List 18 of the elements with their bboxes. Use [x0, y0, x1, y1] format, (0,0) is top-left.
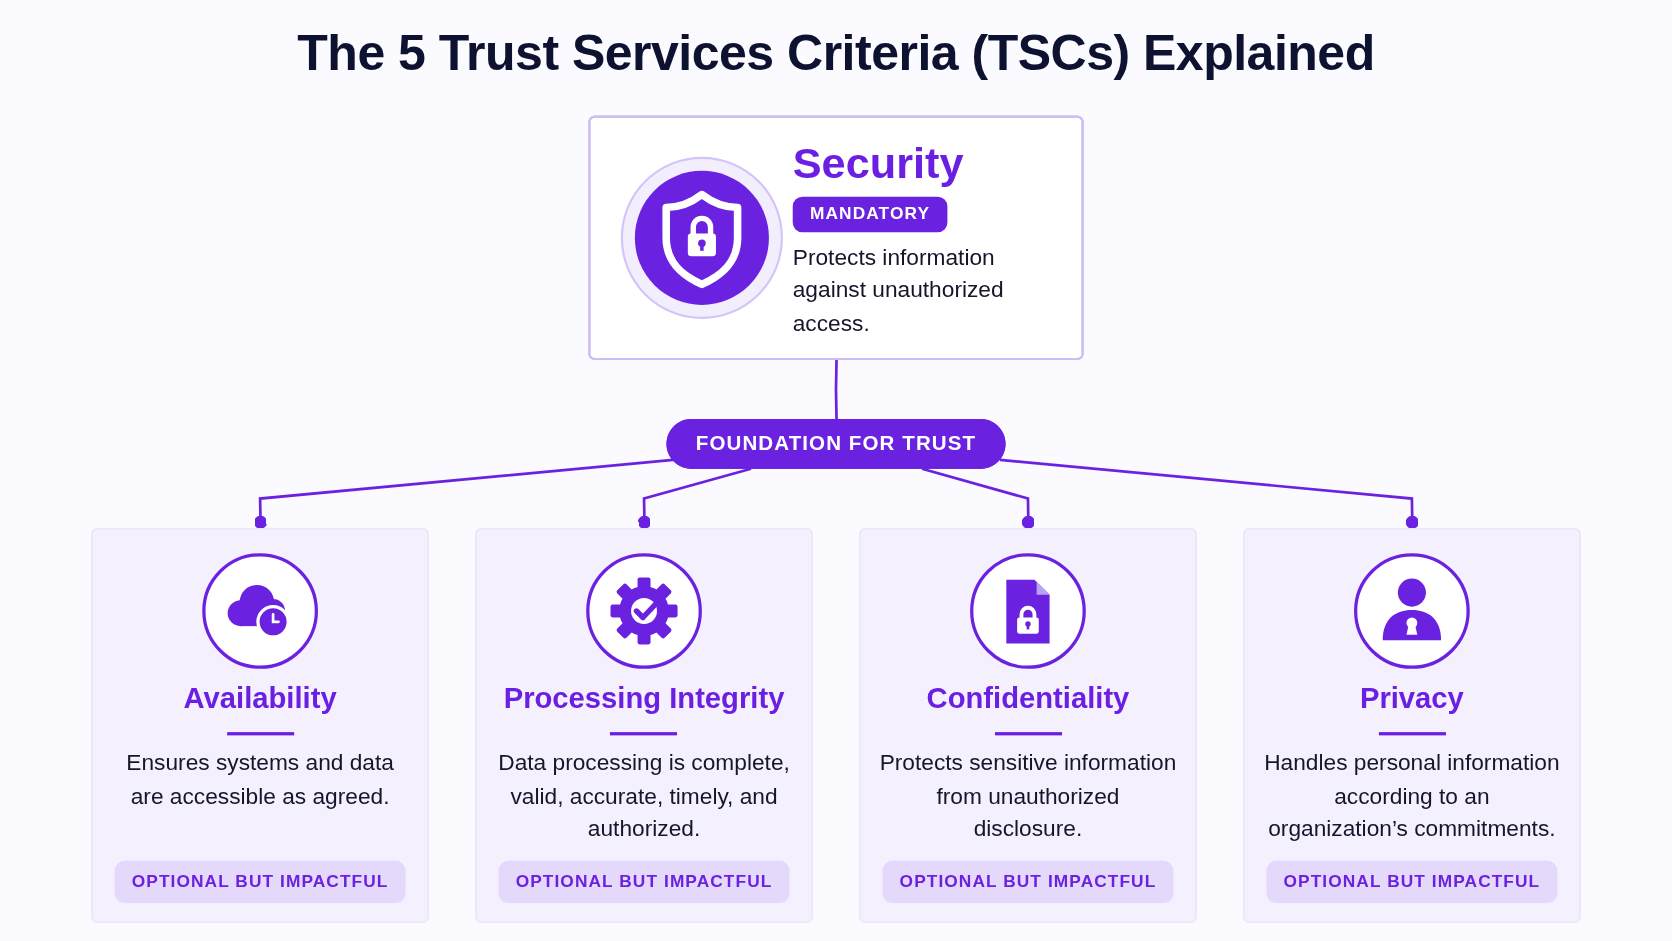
status-badge: MANDATORY: [792, 196, 948, 233]
status-badge: OPTIONAL BUT IMPACTFUL: [498, 860, 790, 903]
banner-text: FOUNDATION FOR TRUST: [694, 431, 978, 455]
card-heading: Security: [792, 139, 964, 187]
description-text: Protects information against unauthorized access.: [792, 244, 1004, 335]
connector-line: [637, 467, 752, 530]
connector-line: [999, 458, 1419, 530]
status-badge: OPTIONAL BUT IMPACTFUL: [1266, 860, 1558, 903]
connector-line: [921, 467, 1035, 530]
title: The 5 Trust Services Criteria (TSCs) Explained: [297, 24, 1375, 82]
connector-line: [834, 359, 838, 421]
description-text: Protects sensitive information from unauthorized disclosure.: [879, 748, 1177, 843]
description-text: Data processing is complete, valid, accurate, timely, and authorized.: [497, 748, 791, 843]
status-badge: OPTIONAL BUT IMPACTFUL: [114, 860, 406, 903]
connector-line: [254, 458, 674, 530]
status-badge: OPTIONAL BUT IMPACTFUL: [882, 860, 1174, 903]
description-text: Ensures systems and data are accessible as agreed.: [125, 748, 395, 811]
description-text: Handles personal information according to an organization’s commitments.: [1263, 748, 1561, 843]
